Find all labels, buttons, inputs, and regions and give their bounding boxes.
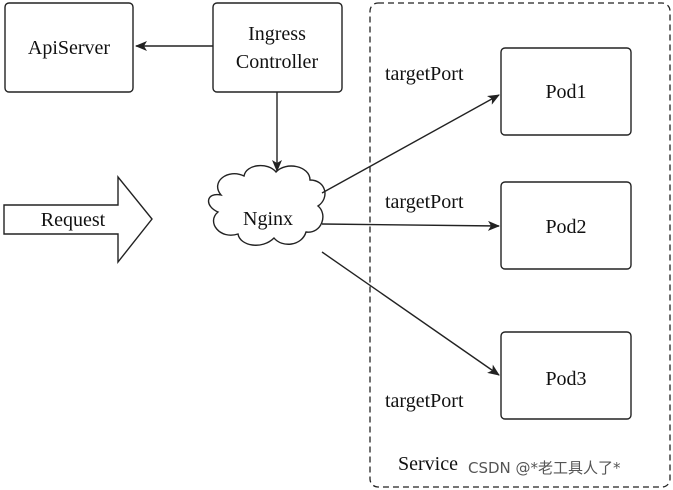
ingress-controller-box bbox=[212, 2, 343, 93]
pod1-label: Pod1 bbox=[545, 81, 586, 103]
watermark: CSDN @*老工具人了* bbox=[468, 459, 621, 477]
ingress-controller-label-line2: Controller bbox=[236, 51, 319, 73]
nginx-label: Nginx bbox=[243, 208, 293, 230]
service-boundary bbox=[369, 2, 671, 488]
arrow-nginx-to-pod2 bbox=[321, 220, 500, 231]
pod3-box bbox=[500, 331, 632, 420]
arrow-nginx-to-pod3 bbox=[321, 251, 500, 376]
request-label: Request bbox=[41, 209, 106, 231]
request-arrow bbox=[3, 175, 153, 265]
apiserver-label: ApiServer bbox=[28, 37, 111, 59]
pod1-box bbox=[500, 47, 632, 136]
targetport-label-3: targetPort bbox=[385, 390, 464, 412]
targetport-label-2: targetPort bbox=[385, 191, 464, 213]
arrow-nginx-to-pod1 bbox=[321, 94, 500, 194]
nginx-cloud bbox=[207, 165, 326, 246]
ingress-controller-label-line1: Ingress bbox=[248, 23, 306, 45]
pod2-box bbox=[500, 181, 632, 270]
service-label: Service bbox=[398, 453, 458, 475]
targetport-label-1: targetPort bbox=[385, 63, 464, 85]
apiserver-box bbox=[4, 2, 134, 93]
pod2-label: Pod2 bbox=[545, 216, 586, 238]
pod3-label: Pod3 bbox=[545, 368, 586, 390]
